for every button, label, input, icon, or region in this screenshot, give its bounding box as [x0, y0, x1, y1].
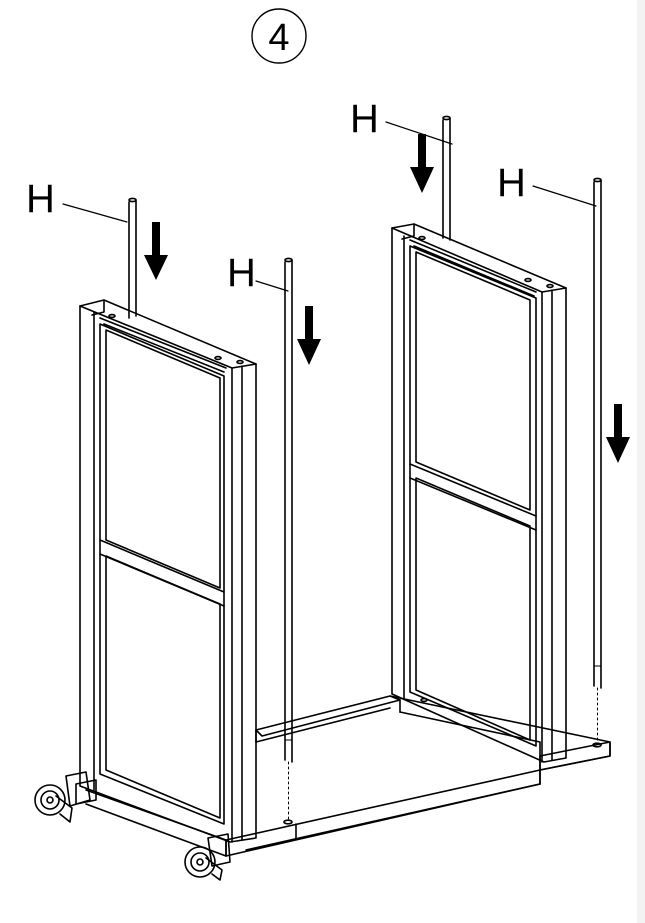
down-arrow-icon — [297, 306, 321, 365]
page-edge-strip — [637, 0, 645, 923]
rod-h-4 — [593, 177, 602, 743]
callout-h-label: H — [350, 97, 379, 141]
leader-line — [62, 203, 128, 223]
rod-h-3 — [442, 115, 451, 241]
step-badge: 4 — [251, 8, 307, 64]
step-circle — [251, 8, 307, 64]
callout-h-1: H — [26, 177, 128, 223]
base-frame — [75, 695, 611, 857]
leader-line — [532, 185, 597, 207]
leader-line — [255, 280, 289, 292]
left-panel — [79, 299, 257, 843]
rod-h-2 — [284, 257, 293, 821]
down-arrow-icon — [606, 404, 630, 463]
callout-h-2: H — [227, 251, 289, 295]
caster-left-rear — [34, 771, 91, 823]
callout-h-label: H — [26, 177, 55, 221]
right-panel — [391, 223, 567, 763]
callout-h-label: H — [227, 251, 256, 295]
callout-h-3: H — [350, 97, 453, 145]
callout-h-label: H — [497, 161, 526, 205]
caster-left-front — [184, 833, 231, 881]
callout-h-4: H — [497, 161, 597, 207]
rod-h-1 — [128, 197, 137, 319]
leader-line — [385, 121, 453, 145]
step-number: 4 — [268, 17, 289, 59]
down-arrow-icon — [144, 222, 168, 280]
down-arrow-icon — [410, 134, 434, 193]
